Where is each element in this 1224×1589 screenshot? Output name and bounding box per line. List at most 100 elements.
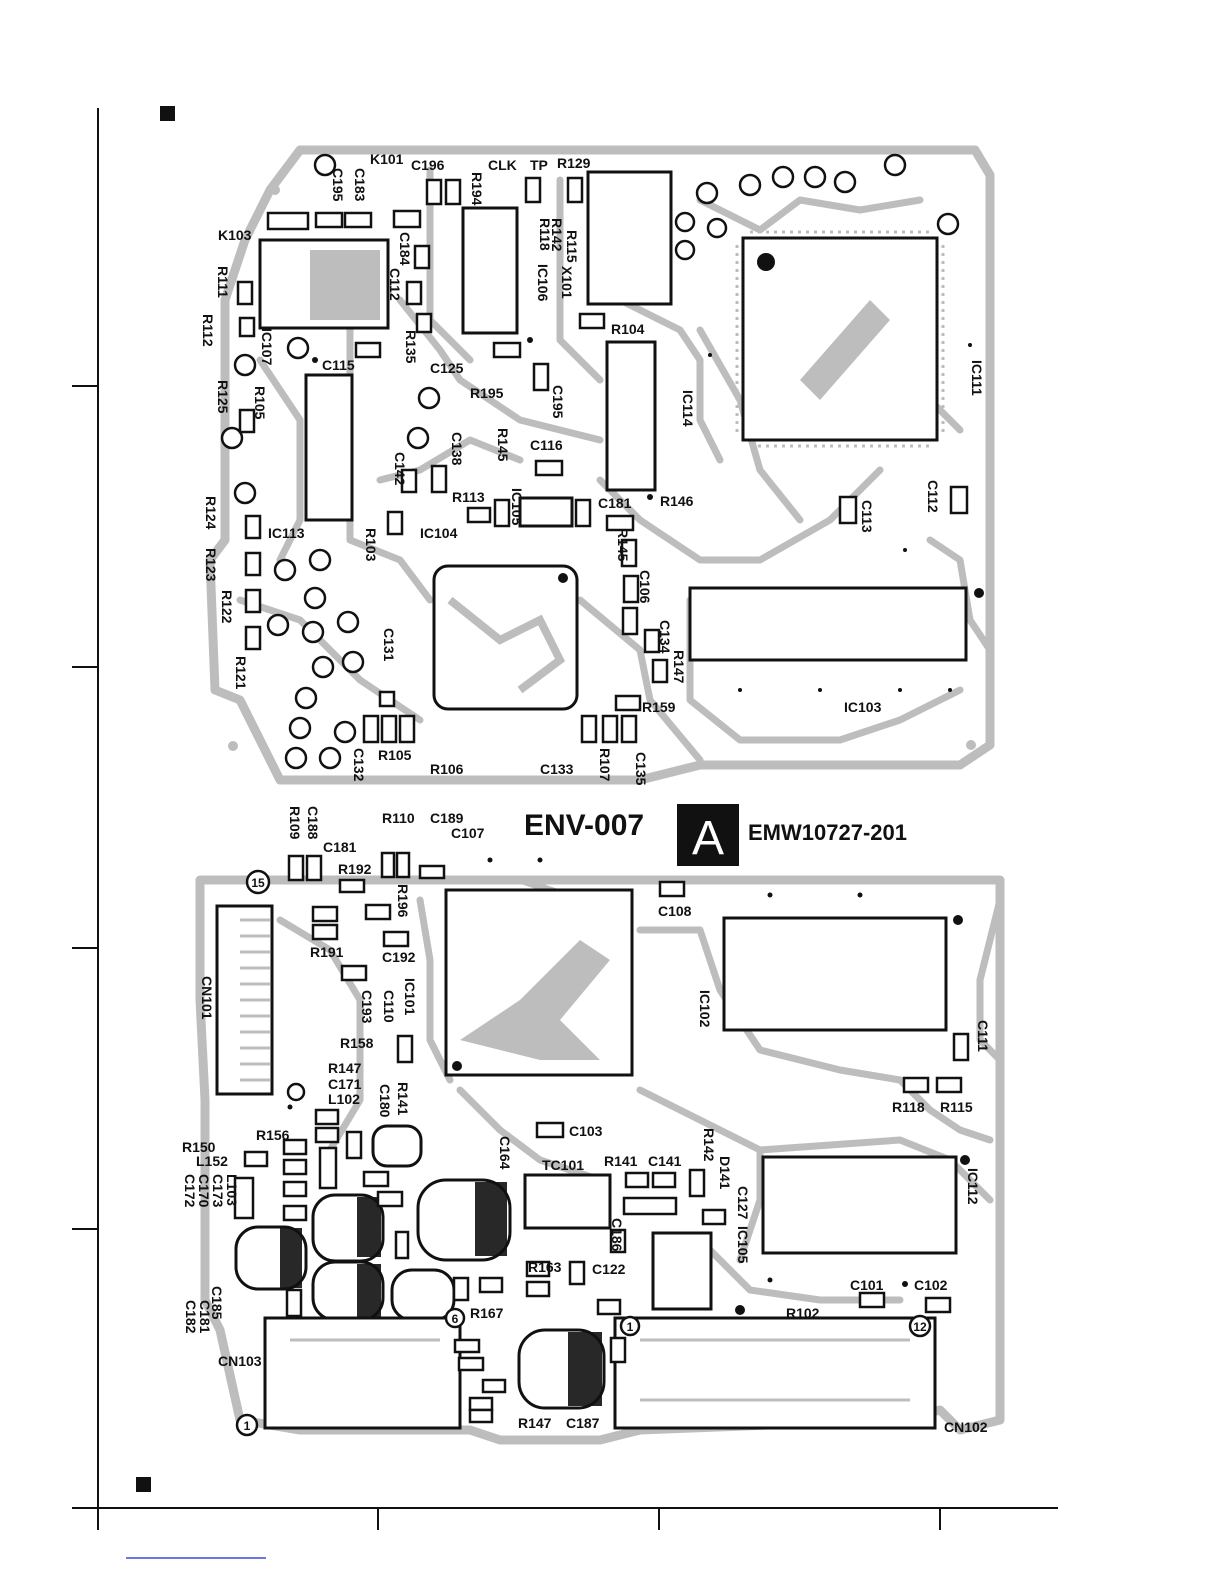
component-label: R141 <box>604 1153 638 1169</box>
component-label: R147 <box>328 1060 362 1076</box>
chip-tc101 <box>523 1173 612 1230</box>
component-label: C131 <box>381 628 397 662</box>
component-label: R105 <box>378 747 412 763</box>
component-label: C142 <box>392 452 408 486</box>
component-label: R147 <box>518 1415 552 1431</box>
component-label: R194 <box>469 172 485 206</box>
bottom-labels: R109 C188 C181 R110 C189 C107 R192 R196 … <box>182 806 991 1435</box>
top-smd-parts <box>236 176 969 744</box>
component-label: C188 <box>305 806 321 840</box>
component-label: IC102 <box>697 990 713 1028</box>
component-label: C113 <box>859 500 875 533</box>
component-label: R121 <box>233 656 249 690</box>
component-label: IC105 <box>509 488 525 526</box>
component-label: CN101 <box>199 976 215 1020</box>
component-label: L102 <box>328 1091 360 1107</box>
pin-marker-label: 15 <box>251 876 265 890</box>
chip-ic112 <box>761 1155 958 1255</box>
component-label: R113 <box>452 489 485 505</box>
component-label: IC104 <box>420 525 458 541</box>
connector-cn103 <box>263 1316 462 1430</box>
component-label: R142 <box>549 218 565 252</box>
component-label: C182 <box>183 1300 199 1334</box>
component-label: C138 <box>449 432 465 466</box>
component-label: R102 <box>786 1305 820 1321</box>
chip-ic114 <box>605 340 657 492</box>
top-labels: K101 C196 CLK TP R129 C195 C183 R194 R11… <box>200 151 985 786</box>
corner-marker-top <box>160 106 175 121</box>
component-label: K103 <box>218 227 252 243</box>
board-name: ENV-007 <box>524 809 644 842</box>
corner-marker-bottom <box>136 1477 151 1492</box>
bottom-smd-parts <box>233 851 970 1424</box>
component-label: R115 <box>564 230 580 263</box>
component-label: C122 <box>592 1261 626 1277</box>
component-label: C183 <box>352 168 368 202</box>
connector-cn102 <box>613 1316 937 1430</box>
component-label: R158 <box>340 1035 374 1051</box>
chip-ic105b <box>651 1231 713 1311</box>
component-label: C141 <box>648 1153 682 1169</box>
component-label: C187 <box>566 1415 600 1431</box>
component-label: R109 <box>287 806 303 840</box>
component-label: R106 <box>430 761 464 777</box>
component-label: C196 <box>411 157 445 173</box>
component-label: IC105 <box>735 1226 751 1264</box>
component-label: C134 <box>657 620 673 654</box>
component-label: R146 <box>660 493 694 509</box>
component-label: R110 <box>382 810 415 826</box>
component-label: C180 <box>377 1084 393 1118</box>
component-label: R107 <box>597 748 613 782</box>
component-label: C115 <box>322 357 355 373</box>
component-label: X101 <box>559 266 575 299</box>
component-label: CN102 <box>944 1419 988 1435</box>
component-label: C125 <box>430 360 464 376</box>
component-label: C111 <box>975 1020 991 1052</box>
component-label: C106 <box>637 570 653 604</box>
component-label: R191 <box>310 944 344 960</box>
component-label: C181 <box>197 1300 213 1334</box>
component-label: C107 <box>451 825 485 841</box>
component-label: R145 <box>615 528 631 562</box>
component-label: C110 <box>381 990 397 1023</box>
component-label: TC101 <box>542 1157 584 1173</box>
component-label: R122 <box>219 590 235 624</box>
component-label: IC111 <box>969 360 985 396</box>
top-board <box>205 145 995 785</box>
component-label: R123 <box>203 548 219 582</box>
component-label: R118 <box>892 1099 925 1115</box>
component-label: C193 <box>359 990 375 1024</box>
component-label: K101 <box>370 151 404 167</box>
chip-ic103 <box>688 586 968 662</box>
component-label: C181 <box>598 495 632 511</box>
component-label: C116 <box>530 437 563 453</box>
chip-ic106 <box>461 206 519 335</box>
component-label: C189 <box>430 810 464 826</box>
component-label: C127 <box>735 1186 751 1220</box>
component-label: R147 <box>671 650 687 684</box>
component-label: R103 <box>363 528 379 562</box>
component-label: C195 <box>330 168 346 202</box>
component-label: R135 <box>403 330 419 364</box>
component-label: C185 <box>209 1286 225 1320</box>
component-label: R141 <box>395 1082 411 1116</box>
pin-marker-label: 1 <box>627 1320 634 1334</box>
component-label: C171 <box>328 1076 362 1092</box>
component-label: C102 <box>914 1277 948 1293</box>
component-label: IC114 <box>680 390 696 427</box>
component-label: R192 <box>338 861 372 877</box>
component-label: R125 <box>215 380 231 414</box>
component-label: C184 <box>397 232 413 266</box>
component-label: CLK <box>488 157 517 173</box>
component-label: R145 <box>495 428 511 462</box>
board-part-number: EMW10727-201 <box>748 820 907 845</box>
component-label: R115 <box>940 1099 973 1115</box>
board-side-badge <box>677 804 739 866</box>
component-label: R124 <box>203 496 219 530</box>
bottom-board <box>195 851 1005 1445</box>
component-label: IC106 <box>535 264 551 302</box>
component-label: R111 <box>215 266 231 298</box>
component-label: C164 <box>497 1136 513 1170</box>
pin-markers <box>235 869 932 1437</box>
component-label: R195 <box>470 385 504 401</box>
